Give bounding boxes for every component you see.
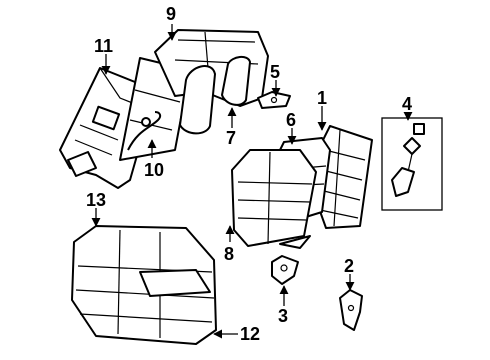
callout-6: 6 [286, 110, 296, 130]
callout-3: 3 [278, 306, 288, 326]
part-9-seatback-cushion [154, 29, 269, 135]
part-12-seat-cushion [71, 225, 217, 345]
callout-7: 7 [226, 128, 236, 148]
part-4-seatbelt-assembly [381, 117, 443, 211]
callout-2: 2 [344, 256, 354, 276]
part-8-seatback-cover [231, 149, 317, 249]
callout-4: 4 [402, 94, 412, 114]
callout-1: 1 [317, 88, 327, 108]
callout-5: 5 [270, 62, 280, 82]
callout-9: 9 [166, 4, 176, 24]
callout-labels: 9 11 5 1 4 6 7 10 13 8 2 3 12 [86, 4, 412, 344]
part-2-latch-bracket [339, 289, 363, 331]
part-3-latch [271, 255, 299, 285]
leader-lines [91, 24, 413, 339]
callout-11: 11 [94, 36, 113, 56]
callout-8: 8 [224, 244, 234, 264]
part-5-bracket [257, 91, 291, 109]
callout-12: 12 [240, 324, 260, 344]
callout-13: 13 [86, 190, 106, 210]
callout-10: 10 [144, 160, 164, 180]
